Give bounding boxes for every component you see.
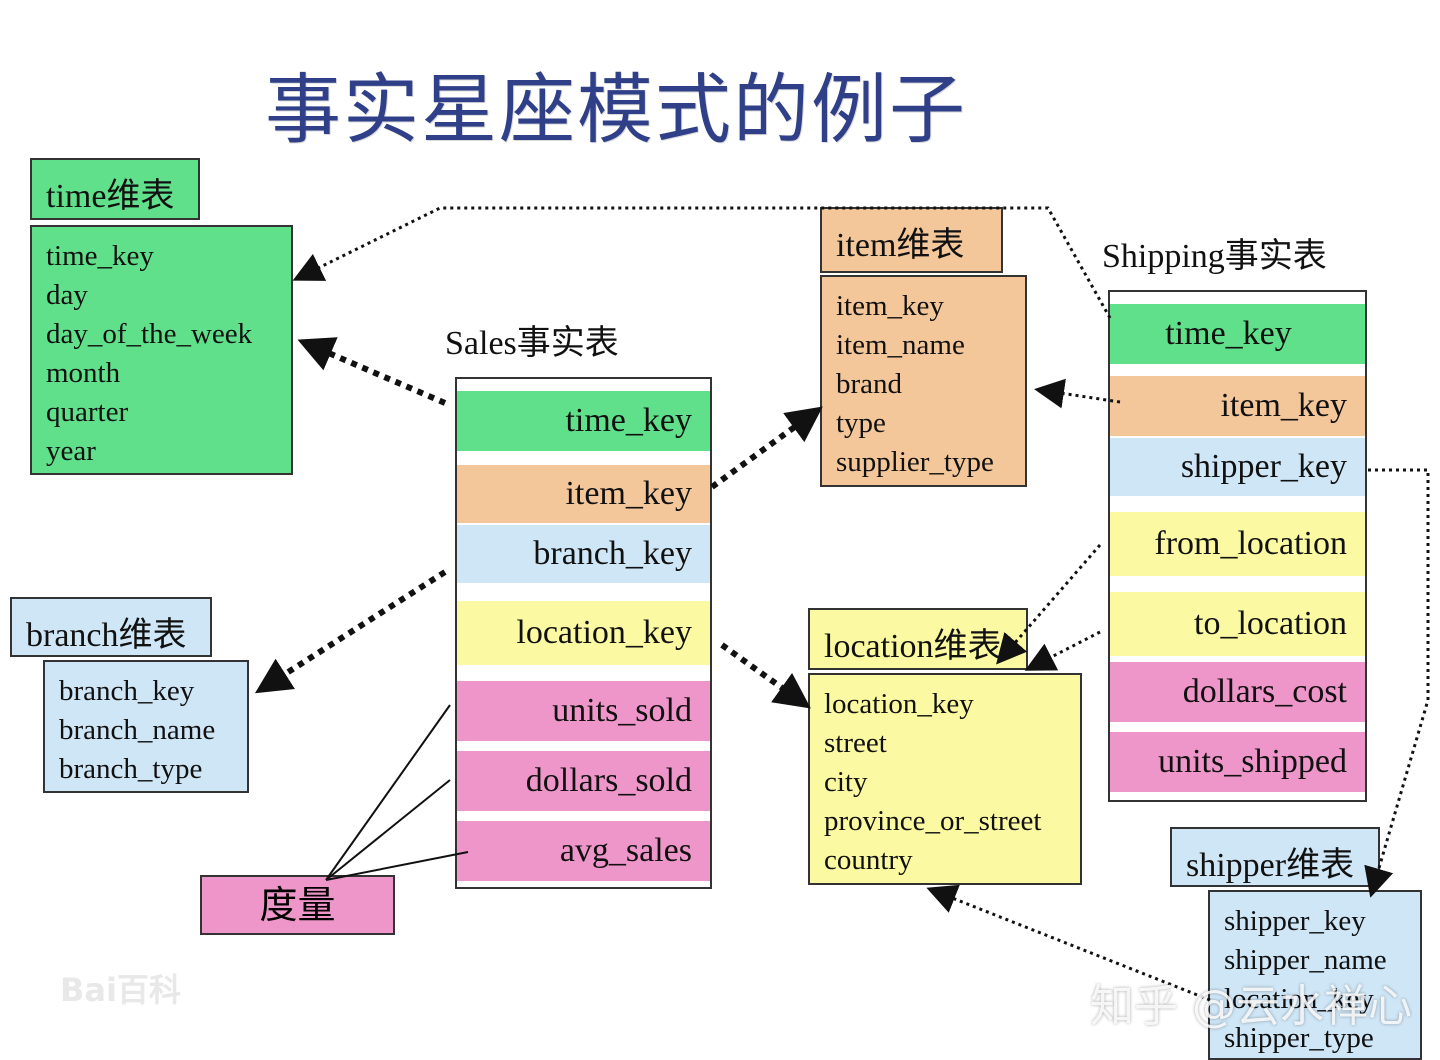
page-title: 事实星座模式的例子 bbox=[265, 65, 967, 154]
item-dim-field: item_key bbox=[836, 290, 944, 322]
location-dim-field: province_or_street bbox=[824, 805, 1042, 837]
time-dim-table: time_key day day_of_the_week month quart… bbox=[30, 225, 293, 475]
arrow-shipping-shipper bbox=[1364, 468, 1430, 898]
arrow-shipper-location bbox=[926, 884, 1211, 1002]
time-dim-field: day_of_the_week bbox=[46, 318, 253, 350]
shipping-field-item-key: item_key bbox=[1110, 376, 1365, 436]
branch-dim-table: branch_key branch_name branch_type bbox=[43, 660, 249, 793]
location-dim-field: city bbox=[824, 766, 868, 798]
location-dim-field: street bbox=[824, 727, 887, 759]
sales-fact-table: time_key item_key branch_key location_ke… bbox=[455, 377, 712, 889]
sales-field-dollars-sold: dollars_sold bbox=[457, 751, 710, 811]
sales-field-item-key: item_key bbox=[457, 465, 710, 523]
item-dim-field: supplier_type bbox=[836, 446, 994, 478]
arrow-sales-time bbox=[297, 337, 447, 406]
sales-fact-label: Sales事实表 bbox=[445, 325, 619, 362]
item-dim-field: type bbox=[836, 407, 886, 439]
shipper-dim-field: shipper_name bbox=[1224, 944, 1387, 976]
shipping-fact-label: Shipping事实表 bbox=[1102, 238, 1327, 275]
shipper-dim-field: shipper_key bbox=[1224, 905, 1366, 937]
measure-line-avg bbox=[325, 851, 469, 881]
sales-field-time-key: time_key bbox=[457, 391, 710, 451]
shipper-dim-field: location_key bbox=[1224, 983, 1374, 1015]
sales-field-avg-sales: avg_sales bbox=[457, 821, 710, 881]
sales-field-location-key: location_key bbox=[457, 601, 710, 665]
item-dim-header: item维表 bbox=[820, 207, 1003, 273]
shipping-field-dollars-cost: dollars_cost bbox=[1110, 662, 1365, 722]
branch-dim-field: branch_type bbox=[59, 753, 203, 785]
arrow-shipping-time bbox=[292, 206, 1112, 319]
location-dim-field: country bbox=[824, 844, 913, 876]
time-dim-field: year bbox=[46, 435, 96, 467]
sales-field-branch-key: branch_key bbox=[457, 525, 710, 583]
location-dim-field: location_key bbox=[824, 688, 974, 720]
time-dim-field: day bbox=[46, 279, 88, 311]
branch-dim-header: branch维表 bbox=[10, 597, 212, 657]
arrow-shipping-to-location bbox=[1024, 630, 1101, 671]
watermark-zhihu: 知乎 @云水禅心 bbox=[1090, 981, 1412, 1032]
shipping-field-to-location: to_location bbox=[1110, 592, 1365, 656]
branch-dim-field: branch_name bbox=[59, 714, 216, 746]
shipper-dim-field: shipper_type bbox=[1224, 1022, 1374, 1054]
time-dim-header: time维表 bbox=[30, 158, 200, 220]
sales-field-units-sold: units_sold bbox=[457, 681, 710, 741]
location-dim-table: location_key street city province_or_str… bbox=[808, 673, 1082, 885]
shipping-field-units-shipped: units_shipped bbox=[1110, 732, 1365, 792]
shipper-dim-header: shipper维表 bbox=[1170, 827, 1380, 887]
measure-line-dollars bbox=[325, 779, 451, 881]
shipper-dim-table: shipper_key shipper_name location_key sh… bbox=[1208, 890, 1422, 1060]
arrow-sales-branch bbox=[254, 569, 447, 694]
time-dim-field: quarter bbox=[46, 396, 129, 428]
shipping-field-time-key: time_key bbox=[1110, 304, 1365, 364]
item-dim-table: item_key item_name brand type supplier_t… bbox=[820, 275, 1027, 487]
measure-line-units bbox=[325, 704, 451, 881]
arrow-shipping-item bbox=[1034, 378, 1121, 409]
branch-dim-field: branch_key bbox=[59, 675, 195, 707]
shipping-field-from-location: from_location bbox=[1110, 512, 1365, 576]
time-dim-field: time_key bbox=[46, 240, 154, 272]
location-dim-header: location维表 bbox=[808, 608, 1028, 670]
arrow-shipping-from-location bbox=[996, 544, 1102, 665]
watermark-baidu: Bai百科 bbox=[60, 971, 181, 1009]
arrow-sales-item bbox=[710, 406, 823, 490]
arrow-sales-location bbox=[720, 642, 811, 709]
shipping-field-shipper-key: shipper_key bbox=[1110, 438, 1365, 496]
measure-label: 度量 bbox=[200, 875, 395, 935]
item-dim-field: brand bbox=[836, 368, 903, 400]
time-dim-field: month bbox=[46, 357, 121, 389]
item-dim-field: item_name bbox=[836, 329, 965, 361]
shipping-fact-table: time_key item_key shipper_key from_locat… bbox=[1108, 290, 1367, 802]
